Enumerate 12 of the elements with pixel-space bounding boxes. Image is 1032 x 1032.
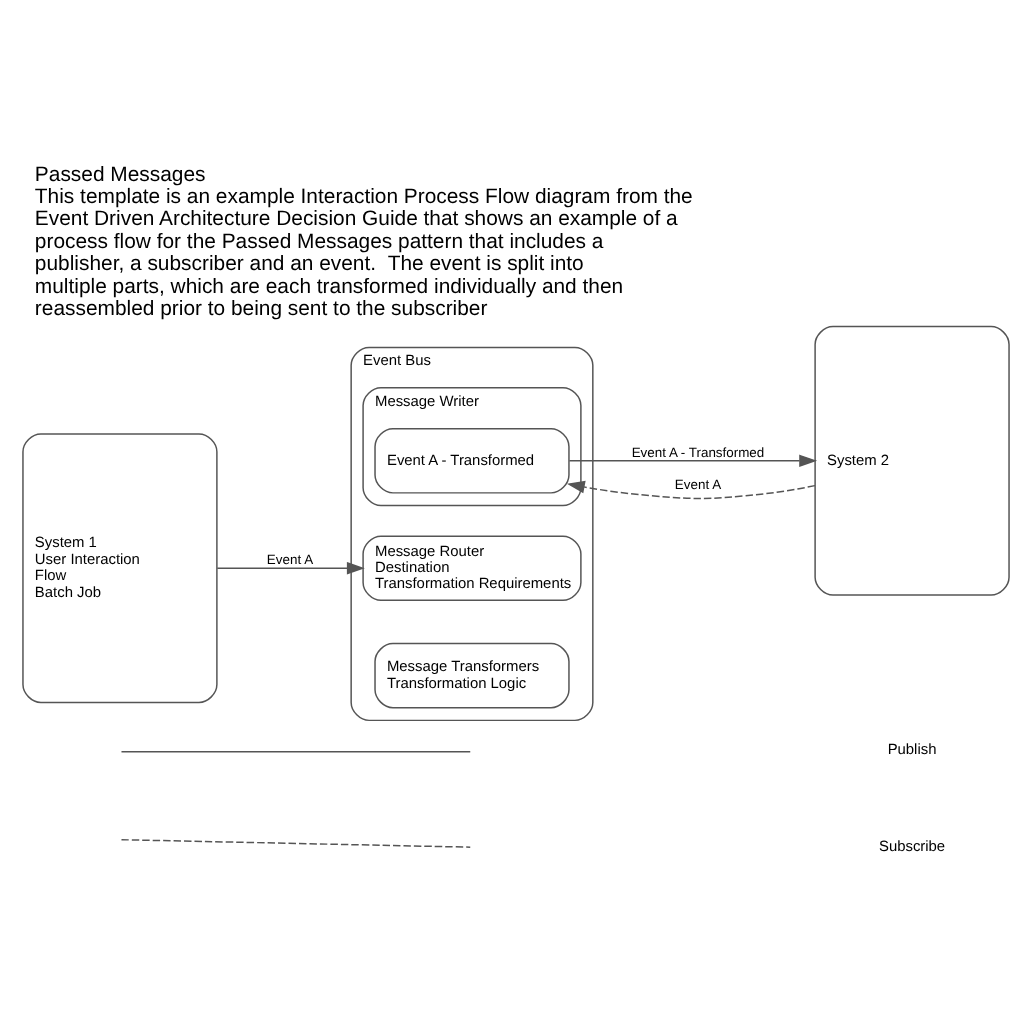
diagram-title: Passed Messages xyxy=(34,164,206,187)
node-box: System 2 xyxy=(814,325,1010,596)
legend-label: Publish xyxy=(887,739,937,758)
arrow xyxy=(566,480,816,500)
arrow xyxy=(216,561,365,575)
caption: This template is an example Interaction Process Flow diagram from the Event Driven Architecture Decision Guide that shows an example of a process flow for the Passed Messages pattern that includes a publisher, a subscriber and an event. The event is split into multiple parts, which are each transformed individually and then reassembled prior to being sent to the subscriber xyxy=(34,187,693,321)
arrow xyxy=(568,454,818,468)
legend-label: Subscribe xyxy=(879,836,946,855)
node-box: Message Transformers Transformation Logic xyxy=(374,642,570,709)
node-box: System 1 User Interaction Flow Batch Job xyxy=(22,433,218,704)
node-box: Message Router Destination Transformation Requirements xyxy=(362,535,582,602)
node-box: Event A - Transformed xyxy=(374,428,570,494)
